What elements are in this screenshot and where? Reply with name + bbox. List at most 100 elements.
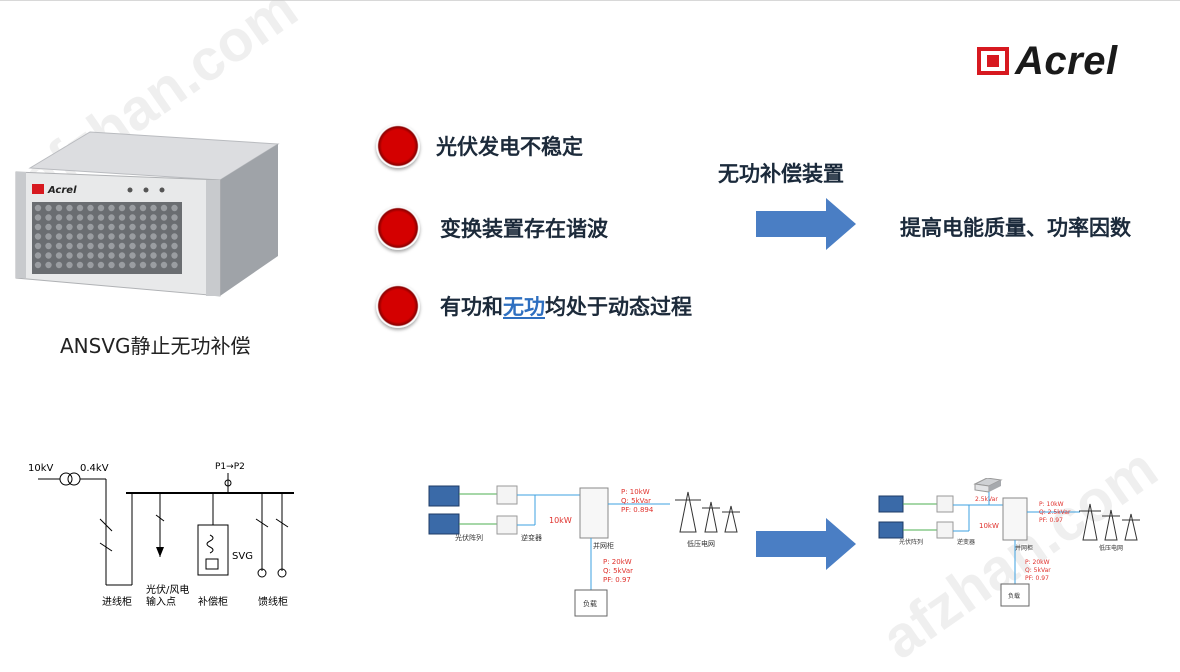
vent-hole (87, 223, 94, 231)
vent-hole (34, 242, 42, 250)
inverter-label: 逆变器 (521, 533, 542, 542)
vent-hole (139, 261, 147, 269)
bullet-item-3: 有功和无功均处于动态过程 (376, 284, 692, 328)
vent-hole (171, 204, 178, 212)
vent-hole (139, 204, 147, 212)
result-label: 提高电能质量、功率因数 (900, 216, 1131, 240)
inverter-icon (936, 521, 954, 539)
red-bullet-icon (376, 206, 420, 250)
vent-hole (171, 214, 178, 221)
top-divider (0, 0, 1180, 1)
vent-hole (129, 252, 136, 259)
lv-label: 0.4kV (80, 463, 109, 474)
pv-label: 光伏阵列 (899, 538, 923, 546)
vent-hole (97, 233, 105, 240)
vent-hole (87, 233, 94, 240)
vent-hole (76, 252, 84, 259)
svg-text:Q: 5kVar: Q: 5kVar (621, 497, 651, 505)
load-icon (574, 589, 608, 617)
bullet-text: 有功和无功均处于动态过程 (440, 295, 692, 319)
vent-hole (108, 233, 115, 240)
vent-hole (171, 223, 178, 231)
bullet-item-1: 光伏发电不稳定 (376, 124, 583, 168)
vent-hole (108, 214, 115, 221)
vent-hole (97, 252, 105, 259)
vent-hole (76, 261, 84, 269)
right-arrow-icon (756, 198, 856, 250)
vent-hole (55, 261, 63, 269)
inverter-icon (936, 495, 954, 513)
system-diagram-after: 光伏阵列 逆变器 10kW 2.5kVar 并网柜 P: 10kW Q: 2.5… (878, 478, 1140, 607)
vent-hole (129, 242, 136, 250)
svg-text:P: 10kW: P: 10kW (1039, 501, 1064, 508)
vent-hole (55, 252, 63, 259)
vent-hole (108, 261, 115, 269)
vent-hole (76, 233, 84, 240)
product-caption: ANSVG静止无功补偿 (60, 334, 251, 358)
vent-hole (108, 242, 115, 250)
acrel-logo-icon (977, 47, 1009, 75)
brand-logo: Acrel (975, 38, 1118, 83)
vent-hole (34, 204, 42, 212)
load-label: 负载 (583, 599, 597, 608)
vent-hole (118, 233, 126, 240)
vent-hole (55, 223, 63, 231)
vent-hole (66, 214, 73, 221)
vent-hole (150, 223, 157, 231)
vent-hole (160, 204, 168, 212)
vent-hole (66, 261, 73, 269)
grid-cabinet-label: 并网柜 (593, 541, 614, 550)
vent-hole (129, 204, 136, 212)
svg-text:P: 20kW: P: 20kW (603, 558, 632, 566)
comp-label: 2.5kVar (975, 496, 998, 503)
vent-hole (87, 261, 94, 269)
vent-hole (129, 233, 136, 240)
vent-hole (76, 204, 84, 212)
vent-hole (45, 204, 52, 212)
red-bullet-icon (376, 124, 420, 168)
cabinet-label-incoming: 进线柜 (102, 595, 132, 608)
vent-hole (87, 214, 94, 221)
vent-mesh (34, 204, 178, 269)
vent-hole (118, 252, 126, 259)
vent-hole (97, 261, 105, 269)
highlight-text: 无功 (503, 295, 545, 319)
vent-hole (171, 252, 178, 259)
load-label: 负载 (1008, 592, 1020, 600)
transmission-tower-icon (1079, 503, 1140, 541)
vent-hole (108, 252, 115, 259)
logo-text: Acrel (1015, 38, 1118, 83)
vent-hole (150, 233, 157, 240)
inverter-icon (496, 515, 518, 535)
svg-label: SVG (232, 551, 253, 562)
svg-device-icon (973, 478, 1003, 493)
vent-hole (45, 214, 52, 221)
vent-hole (76, 242, 84, 250)
inverter-icon (496, 485, 518, 505)
vent-hole (129, 261, 136, 269)
grid-cabinet-icon (1002, 497, 1028, 541)
grid-label: 低压电网 (1099, 544, 1123, 552)
vent-hole (34, 214, 42, 221)
vent-hole (87, 252, 94, 259)
power-label: 10kW (979, 522, 999, 530)
vent-hole (139, 252, 147, 259)
vent-hole (34, 223, 42, 231)
vent-hole (129, 223, 136, 231)
vent-hole (45, 261, 52, 269)
red-bullet-icon (376, 284, 420, 328)
grid-cabinet-icon (579, 487, 609, 539)
vent-hole (108, 204, 115, 212)
vent-hole (55, 242, 63, 250)
vent-hole (118, 223, 126, 231)
vent-hole (66, 223, 73, 231)
vent-hole (139, 223, 147, 231)
svg-text:PF: 0.894: PF: 0.894 (621, 506, 654, 514)
vent-hole (150, 261, 157, 269)
cabinet-label-compensation: 补偿柜 (198, 595, 228, 608)
vent-hole (160, 223, 168, 231)
device-label: 无功补偿装置 (718, 162, 844, 186)
vent-hole (171, 233, 178, 240)
vent-hole (139, 233, 147, 240)
vent-hole (150, 214, 157, 221)
